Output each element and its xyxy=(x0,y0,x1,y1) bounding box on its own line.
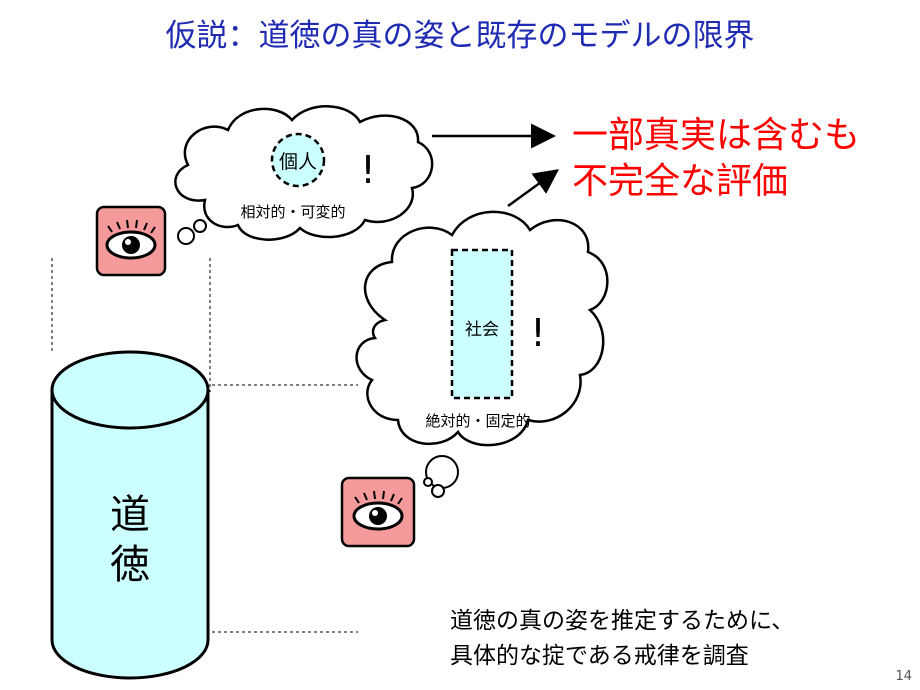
individual-caption: 相対的・可変的 xyxy=(240,203,345,221)
eye-box-society xyxy=(340,476,416,548)
cloud-individual: 個人 ! 相対的・可変的 xyxy=(174,105,434,241)
conclusion-line-2: 不完全な評価 xyxy=(572,161,788,202)
eye-box-individual xyxy=(95,205,167,277)
page-number: 14 xyxy=(895,669,912,684)
method-line-1: 道徳の真の姿を推定するために、 xyxy=(450,608,794,634)
eye-icon xyxy=(105,219,157,260)
method-line-2: 具体的な掟である戒律を調査 xyxy=(450,643,749,669)
morality-cylinder: 道 徳 xyxy=(50,350,210,680)
cloud-society: 社会 ! 絶対的・固定的 xyxy=(355,210,609,447)
thought-bubbles-society xyxy=(423,455,459,498)
individual-exclamation: ! xyxy=(360,148,375,192)
cylinder-label-1: 道 xyxy=(110,492,150,538)
society-exclamation: ! xyxy=(530,311,545,355)
slide-title: 仮説：道徳の真の姿と既存のモデルの限界 xyxy=(166,18,755,54)
diagonal-arrow-icon xyxy=(507,169,560,208)
conclusion-line-1: 一部真実は含むも xyxy=(572,115,860,156)
eye-icon xyxy=(352,490,404,531)
society-caption: 絶対的・固定的 xyxy=(425,412,530,430)
cylinder-guides xyxy=(51,258,358,633)
thought-bubbles-individual xyxy=(177,219,207,245)
society-label: 社会 xyxy=(465,320,499,340)
individual-label: 個人 xyxy=(279,151,317,173)
cylinder-label-2: 徳 xyxy=(110,542,150,588)
